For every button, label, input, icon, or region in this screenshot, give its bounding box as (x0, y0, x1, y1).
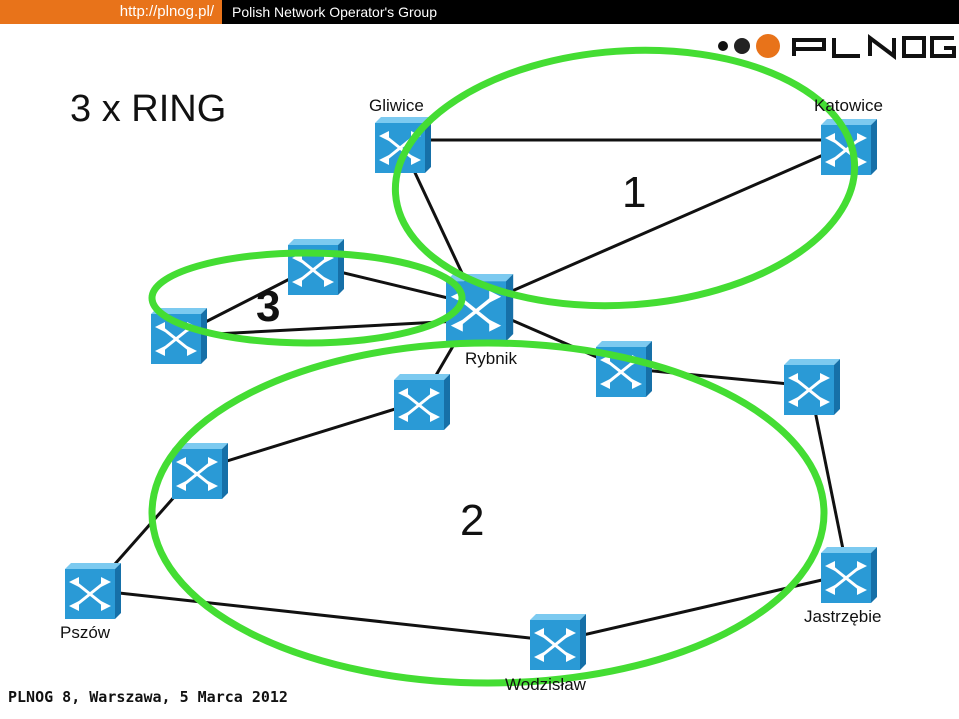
switch-wodzislaw (528, 612, 588, 672)
ring-2-number: 2 (460, 496, 484, 545)
slide-footer: PLNOG 8, Warszawa, 5 Marca 2012 (8, 688, 288, 706)
label-gliwice: Gliwice (369, 96, 424, 115)
site-url[interactable]: http://plnog.pl/ (0, 0, 222, 24)
ring-2-ellipse (148, 339, 828, 687)
link-jastrzebie-wodzislaw (556, 572, 849, 643)
switch-ring2-right2 (782, 357, 842, 417)
plnog-logo (718, 34, 956, 60)
ring-3-number: 3 (256, 282, 280, 331)
switch-pszow (63, 561, 123, 621)
link-right2-jastrzebie (808, 385, 850, 575)
label-wodzislaw: Wodzisław (505, 675, 587, 694)
top-banner: http://plnog.pl/ Polish Network Operator… (0, 0, 959, 24)
organization-name: Polish Network Operator's Group (232, 4, 437, 20)
label-pszow: Pszów (60, 623, 111, 642)
network-links (90, 138, 850, 643)
ring-1-ellipse (391, 46, 859, 310)
ring-3-ellipse (148, 249, 466, 347)
switch-ring2-left (170, 441, 230, 501)
ring-1-number: 1 (622, 168, 646, 217)
link-wodzislaw-pszow (91, 588, 558, 643)
slide-title: 3 x RING (70, 88, 227, 130)
label-katowice: Katowice (814, 96, 883, 115)
link-katowice-rybnik (479, 143, 847, 307)
switch-jastrzebie (819, 545, 879, 605)
link-right1-right2 (621, 366, 811, 388)
label-jastrzebie: Jastrzębie (804, 607, 881, 626)
switch-ring2-mid (392, 372, 452, 432)
switch-ring2-right1 (594, 339, 654, 399)
switch-ring3-top (286, 237, 346, 297)
label-rybnik: Rybnik (465, 349, 517, 368)
link-left-mid (197, 399, 422, 472)
